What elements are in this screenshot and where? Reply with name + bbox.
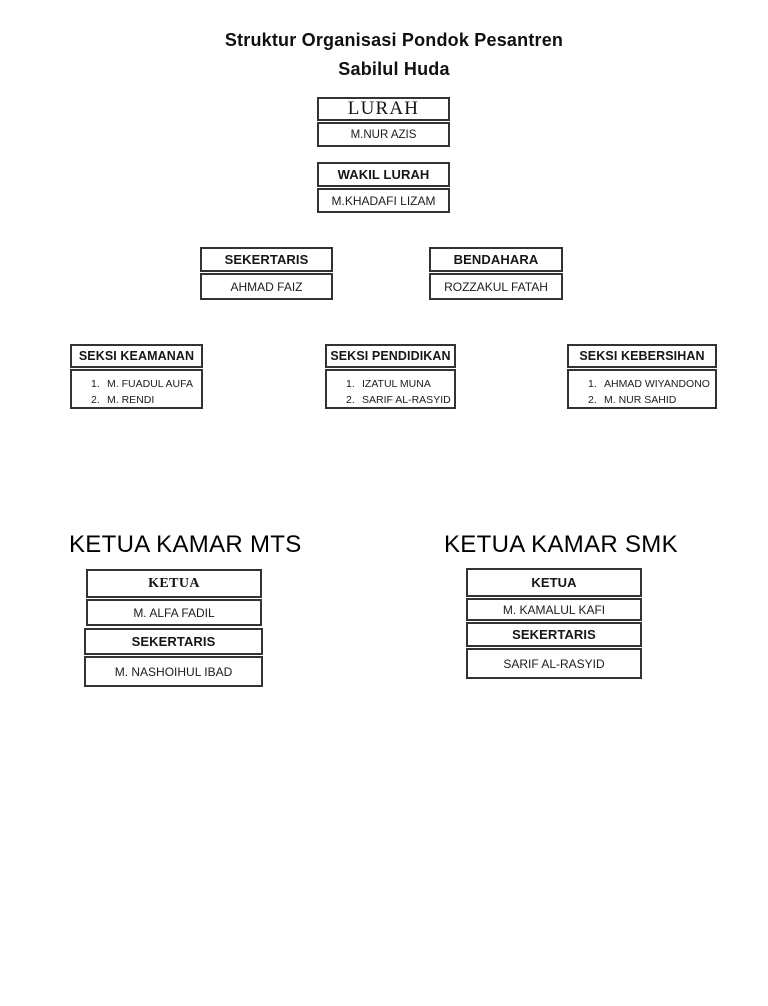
member-row: 1. IZATUL MUNA [346,376,431,392]
member-row: 2. SARIF AL-RASYID [346,392,451,408]
member-row: 1. AHMAD WIYANDONO [588,376,710,392]
mts-ketua-name-cell: M. ALFA FADIL [86,599,262,626]
mts-sekertaris-box: SEKERTARIS M. NASHOIHUL IBAD [84,628,263,687]
smk-sekertaris-title-cell: SEKERTARIS [466,622,642,647]
member-row: 2. M. RENDI [91,392,154,408]
seksi-kebersihan-title-cell: SEKSI KEBERSIHAN [567,344,717,368]
kamar-smk-heading: KETUA KAMAR SMK [444,531,678,558]
smk-ketua-title-cell: KETUA [466,568,642,597]
mts-sekertaris-title-cell: SEKERTARIS [84,628,263,655]
member-number: 2. [346,394,355,406]
org-box-sekertaris: SEKERTARIS AHMAD FAIZ [200,247,333,300]
lurah-name-cell: M.NUR AZIS [317,122,450,147]
seksi-pendidikan-member-list: 1. IZATUL MUNA 2. SARIF AL-RASYID [325,369,456,409]
member-name: AHMAD WIYANDONO [604,378,710,390]
member-number: 1. [91,378,100,390]
wakil-lurah-title-cell: WAKIL LURAH [317,162,450,187]
seksi-kebersihan-member-list: 1. AHMAD WIYANDONO 2. M. NUR SAHID [567,369,717,409]
member-number: 1. [346,378,355,390]
sekertaris-name-cell: AHMAD FAIZ [200,273,333,300]
mts-ketua-box: KETUA M. ALFA FADIL [86,569,262,626]
member-name: SARIF AL-RASYID [362,394,451,406]
member-row: 2. M. NUR SAHID [588,392,676,408]
org-box-lurah: LURAH M.NUR AZIS [317,97,450,147]
lurah-title-cell: LURAH [317,97,450,121]
page-title-line2: Sabilul Huda [338,59,450,79]
member-number: 2. [588,394,597,406]
seksi-keamanan-title-cell: SEKSI KEAMANAN [70,344,203,368]
bendahara-title-cell: BENDAHARA [429,247,563,272]
bendahara-name-cell: ROZZAKUL FATAH [429,273,563,300]
org-box-wakil-lurah: WAKIL LURAH M.KHADAFI LIZAM [317,162,450,213]
wakil-lurah-name-cell: M.KHADAFI LIZAM [317,188,450,213]
org-box-bendahara: BENDAHARA ROZZAKUL FATAH [429,247,563,300]
member-name: IZATUL MUNA [362,378,431,390]
member-number: 1. [588,378,597,390]
page-title-line1: Struktur Organisasi Pondok Pesantren [224,30,564,50]
member-number: 2. [91,394,100,406]
smk-sekertaris-name-cell: SARIF AL-RASYID [466,648,642,679]
org-box-seksi-keamanan: SEKSI KEAMANAN 1. M. FUADUL AUFA 2. M. REN… [70,344,203,409]
org-box-seksi-pendidikan: SEKSI PENDIDIKAN 1. IZATUL MUNA 2. SARIF A… [325,344,456,409]
smk-ketua-name-cell: M. KAMALUL KAFI [466,598,642,621]
mts-sekertaris-name-cell: M. NASHOIHUL IBAD [84,656,263,687]
member-row: 1. M. FUADUL AUFA [91,376,193,392]
sekertaris-title-cell: SEKERTARIS [200,247,333,272]
member-name: M. NUR SAHID [604,394,677,406]
mts-ketua-title-cell: KETUA [86,569,262,598]
kamar-mts-heading: KETUA KAMAR MTS [69,531,302,558]
smk-box: KETUA M. KAMALUL KAFI SEKERTARIS SARIF A… [466,568,642,679]
member-name: M. RENDI [107,394,155,406]
seksi-pendidikan-title-cell: SEKSI PENDIDIKAN [325,344,456,368]
org-box-seksi-kebersihan: SEKSI KEBERSIHAN 1. AHMAD WIYANDONO 2. M. … [567,344,717,409]
seksi-keamanan-member-list: 1. M. FUADUL AUFA 2. M. RENDI [70,369,203,409]
member-name: M. FUADUL AUFA [107,378,193,390]
page-title: Struktur Organisasi Pondok Pesantren Sab… [10,26,768,84]
